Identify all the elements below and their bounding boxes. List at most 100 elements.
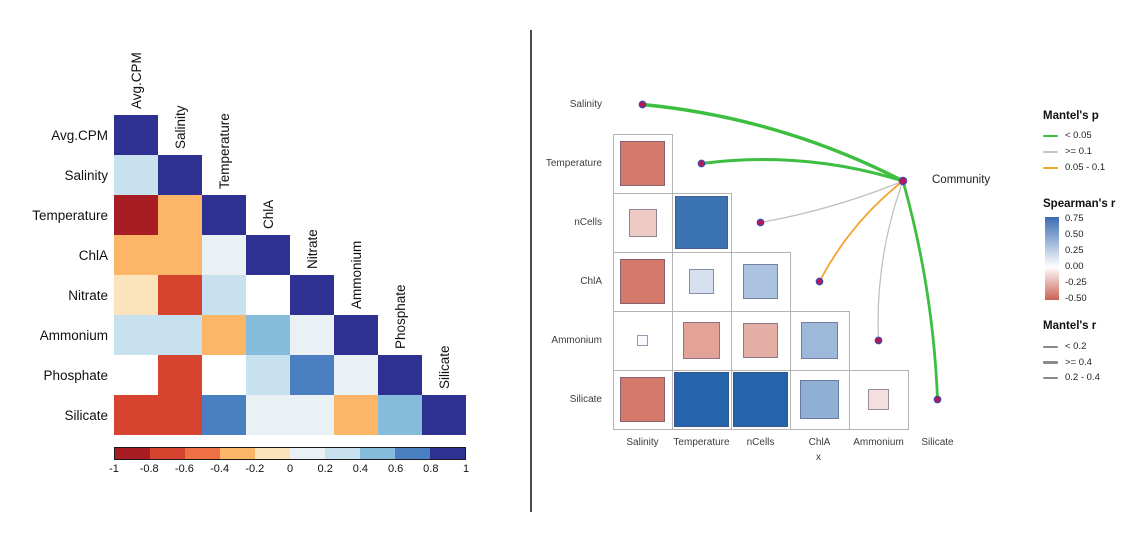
spearman-square xyxy=(743,264,778,299)
spearman-tick-label: -0.25 xyxy=(1065,276,1087,288)
heatmap-cell xyxy=(158,275,202,315)
colorbar-segment xyxy=(255,448,290,459)
spearman-square xyxy=(800,321,838,359)
legend-line-swatch xyxy=(1043,360,1058,365)
heatmap-cell xyxy=(290,395,334,435)
heatmap-column-label: Avg.CPM xyxy=(129,52,144,109)
legend-line-swatch xyxy=(1043,151,1058,153)
heatmap-column-label: Nitrate xyxy=(305,229,320,269)
heatmap-cell xyxy=(158,155,202,195)
spearman-square xyxy=(620,259,665,304)
heatmap-column-label: Ammonium xyxy=(349,240,364,309)
heatmap-cell xyxy=(202,315,246,355)
legend-item-label: 0.2 - 0.4 xyxy=(1065,372,1100,383)
heatmap-cell xyxy=(114,155,158,195)
colorbar-tick-label: 1 xyxy=(462,463,470,475)
spearman-gradient-bar xyxy=(1045,217,1059,300)
heatmap-cell xyxy=(114,315,158,355)
heatmap-cell xyxy=(202,395,246,435)
heatmap-cell xyxy=(290,355,334,395)
colorbar-segment xyxy=(185,448,220,459)
heatmap-cell xyxy=(114,275,158,315)
mantel-x-axis-label: Silicate xyxy=(921,437,954,448)
mantel-row-label: Ammonium xyxy=(551,335,602,346)
heatmap-cell xyxy=(378,395,422,435)
heatmap-colorbar xyxy=(114,447,466,460)
spearman-square xyxy=(743,323,778,358)
heatmap-cell xyxy=(158,195,202,235)
colorbar-tick-label: 0.2 xyxy=(317,463,333,475)
legend-line-swatch xyxy=(1043,167,1058,169)
heatmap-cell xyxy=(158,355,202,395)
spearman-square xyxy=(799,379,840,420)
spearman-square xyxy=(689,269,714,294)
spearman-tick-label: 0.50 xyxy=(1065,228,1084,240)
colorbar-tick-label: -1 xyxy=(109,463,119,475)
colorbar-tick-label: -0.4 xyxy=(210,463,230,475)
heatmap-cell xyxy=(290,315,334,355)
mantel-row-label: ChlA xyxy=(580,276,602,287)
panel-divider xyxy=(530,30,532,512)
heatmap-cell xyxy=(114,235,158,275)
heatmap-cell xyxy=(202,235,246,275)
colorbar-tick-label: 0.6 xyxy=(387,463,404,475)
mantel-row-label: Temperature xyxy=(545,158,602,169)
mantel-x-axis-label: nCells xyxy=(746,437,775,448)
heatmap-cell xyxy=(246,315,290,355)
heatmap-cell xyxy=(246,275,290,315)
heatmap-cell xyxy=(334,315,378,355)
legend-mantel-p-title: Mantel's p xyxy=(1043,110,1099,122)
colorbar-segment xyxy=(360,448,395,459)
spearman-tick-label: 0.75 xyxy=(1065,213,1084,224)
legend-spearman-title: Spearman's r xyxy=(1043,198,1116,210)
mantel-grid-cell xyxy=(849,370,909,430)
heatmap-row-label: Salinity xyxy=(64,167,108,183)
spearman-square xyxy=(733,372,788,427)
legend-item-label: 0.05 - 0.1 xyxy=(1065,162,1106,173)
heatmap-cell xyxy=(334,395,378,435)
legend-item-label: < 0.05 xyxy=(1065,130,1092,141)
heatmap-cell xyxy=(202,355,246,395)
mantel-x-axis-label: Temperature xyxy=(673,437,730,448)
heatmap-cell xyxy=(114,355,158,395)
x-axis-title: x xyxy=(816,452,821,463)
heatmap-column-label: Phosphate xyxy=(393,284,408,349)
heatmap-row-label: Phosphate xyxy=(43,367,108,383)
legend-line-swatch xyxy=(1043,346,1058,348)
heatmap-cell xyxy=(422,395,466,435)
legend-item-label: < 0.2 xyxy=(1065,341,1087,352)
heatmap-cell xyxy=(114,115,158,155)
colorbar-segment xyxy=(115,448,150,459)
colorbar-segment xyxy=(150,448,185,459)
spearman-square xyxy=(682,321,720,359)
heatmap-cell xyxy=(114,395,158,435)
heatmap-row-label: Ammonium xyxy=(39,327,108,343)
community-node-label: Community xyxy=(932,174,991,186)
spearman-square xyxy=(674,372,729,427)
heatmap-cell xyxy=(246,235,290,275)
heatmap-cell xyxy=(290,275,334,315)
spearman-square xyxy=(620,141,665,186)
colorbar-segment xyxy=(325,448,360,459)
colorbar-tick-label: -0.6 xyxy=(174,463,194,475)
heatmap-row-label: Temperature xyxy=(32,207,108,223)
colorbar-segment xyxy=(395,448,430,459)
spearman-square xyxy=(675,196,728,249)
legend-line-swatch xyxy=(1043,134,1058,138)
mantel-x-axis-label: Ammonium xyxy=(853,437,904,448)
heatmap-cell xyxy=(378,355,422,395)
heatmap-row-label: Avg.CPM xyxy=(51,127,108,143)
legend-mantel-r-title: Mantel's r xyxy=(1043,320,1097,332)
spearman-tick-label: -0.50 xyxy=(1065,292,1087,304)
heatmap-cell xyxy=(246,355,290,395)
heatmap-cell xyxy=(114,195,158,235)
spearman-square xyxy=(620,377,665,422)
heatmap-column-label: Temperature xyxy=(217,113,232,189)
heatmap-cell xyxy=(246,395,290,435)
heatmap-row-label: Silicate xyxy=(64,407,108,423)
heatmap-cell xyxy=(334,355,378,395)
legend-item-label: >= 0.4 xyxy=(1065,356,1092,368)
spearman-tick-label: 0.25 xyxy=(1065,244,1084,256)
spearman-square xyxy=(867,388,890,411)
